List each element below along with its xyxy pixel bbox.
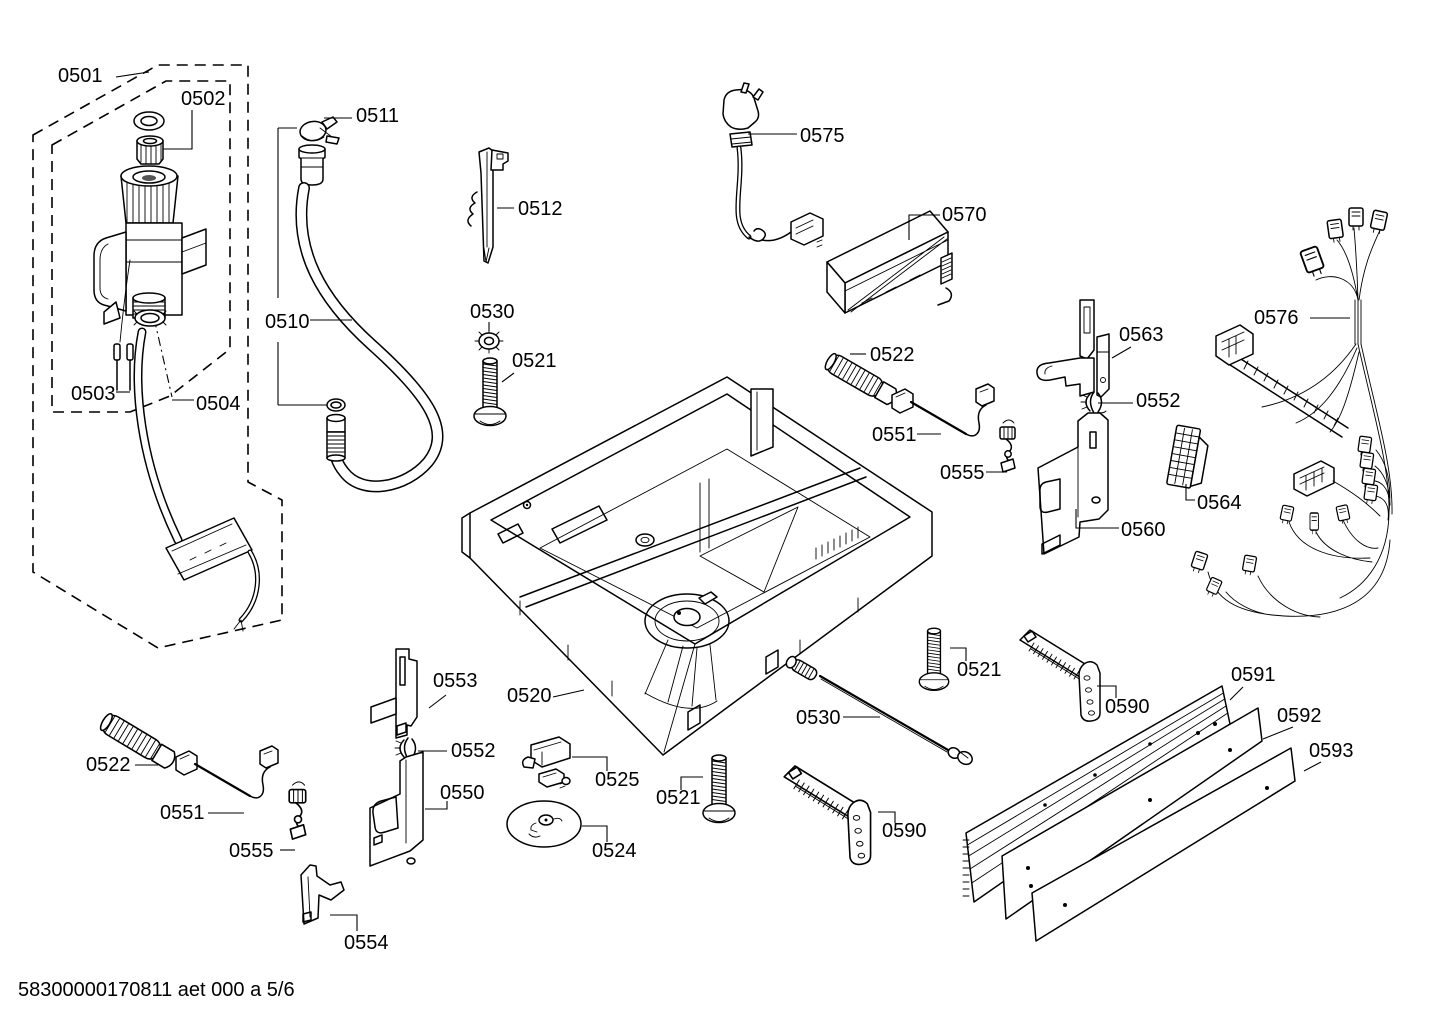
part-0525-suppressor	[521, 736, 571, 789]
part-label-0504: 0504	[196, 393, 241, 415]
part-label-0551: 0551	[872, 424, 917, 446]
part-0575-power-cord	[722, 82, 824, 248]
part-label-0564: 0564	[1197, 492, 1242, 514]
part-label-0530: 0530	[470, 301, 515, 323]
part-0570-control-unit	[826, 210, 953, 314]
part-0521-screw-top	[473, 357, 507, 427]
part-label-0512: 0512	[518, 198, 563, 220]
leader-lines	[115, 71, 1350, 931]
part-0550-bracket	[369, 751, 424, 867]
part-label-0521: 0521	[512, 350, 557, 372]
part-label-0551: 0551	[160, 802, 205, 824]
part-labels: 0501 0502 0503 0504 0511 0510 0512 0530 0521 0575…	[58, 65, 1354, 954]
part-0521-screw-center	[702, 754, 736, 824]
part-label-0502: 0502	[181, 88, 226, 110]
part-label-0590: 0590	[1105, 696, 1150, 718]
part-label-0552: 0552	[1136, 390, 1181, 412]
part-label-0553: 0553	[433, 670, 478, 692]
part-label-0563: 0563	[1119, 324, 1164, 346]
part-0524-damping-disc	[506, 800, 582, 848]
part-0560-bracket	[1037, 412, 1109, 555]
part-label-0592: 0592	[1277, 705, 1322, 727]
part-label-0525: 0525	[595, 769, 640, 791]
part-0590-grille-lower	[783, 765, 872, 866]
part-0530-adjuster-cable	[785, 655, 973, 766]
part-0501-aquastop-valve-assembly	[93, 111, 260, 632]
part-label-0591: 0591	[1231, 664, 1276, 686]
part-label-0503: 0503	[71, 383, 116, 405]
part-label-0521: 0521	[957, 659, 1002, 681]
part-label-0555: 0555	[229, 840, 274, 862]
part-0551-cable-lower	[174, 744, 280, 799]
part-0576-wiring-harness	[1189, 207, 1393, 618]
part-0564-terminal-block	[1166, 424, 1209, 489]
part-0592-panel	[1001, 707, 1263, 920]
footer-doc-code: 58300000170811 aet 000 a 5/6	[18, 979, 295, 1001]
part-label-0510: 0510	[265, 311, 310, 333]
part-0563-bracket	[1036, 299, 1110, 398]
part-label-0530: 0530	[796, 707, 841, 729]
part-label-0521: 0521	[656, 787, 701, 809]
part-0590-grille-upper	[1019, 629, 1101, 722]
part-label-0520: 0520	[507, 685, 552, 707]
part-0593-panel	[1031, 747, 1296, 942]
part-label-0550: 0550	[440, 782, 485, 804]
part-label-0522: 0522	[86, 754, 131, 776]
aquastop-group-outline	[32, 64, 283, 649]
part-label-0570: 0570	[942, 204, 987, 226]
part-label-0590: 0590	[882, 820, 927, 842]
part-0555-grommet-upper	[999, 419, 1016, 473]
part-label-0593: 0593	[1309, 740, 1354, 762]
part-0530-tooth-washer	[474, 328, 504, 354]
part-0554-bracket	[300, 864, 345, 925]
part-label-0522: 0522	[870, 344, 915, 366]
part-label-0552: 0552	[451, 740, 496, 762]
part-label-0560: 0560	[1121, 519, 1166, 541]
part-label-0511: 0511	[356, 105, 399, 127]
part-0520-base-assembly	[461, 376, 933, 756]
part-label-0501: 0501	[58, 65, 103, 87]
part-0521-screw-right	[918, 627, 950, 692]
part-0553-holder	[370, 648, 418, 739]
part-0512-mounting-rail	[467, 147, 509, 264]
part-0510-inlet-hose	[295, 116, 444, 493]
part-label-0524: 0524	[592, 840, 637, 862]
part-label-0575: 0575	[800, 125, 845, 147]
part-0555-grommet-lower	[288, 781, 307, 840]
part-label-0555: 0555	[940, 462, 985, 484]
part-label-0554: 0554	[344, 932, 389, 954]
part-label-0576: 0576	[1254, 307, 1299, 329]
